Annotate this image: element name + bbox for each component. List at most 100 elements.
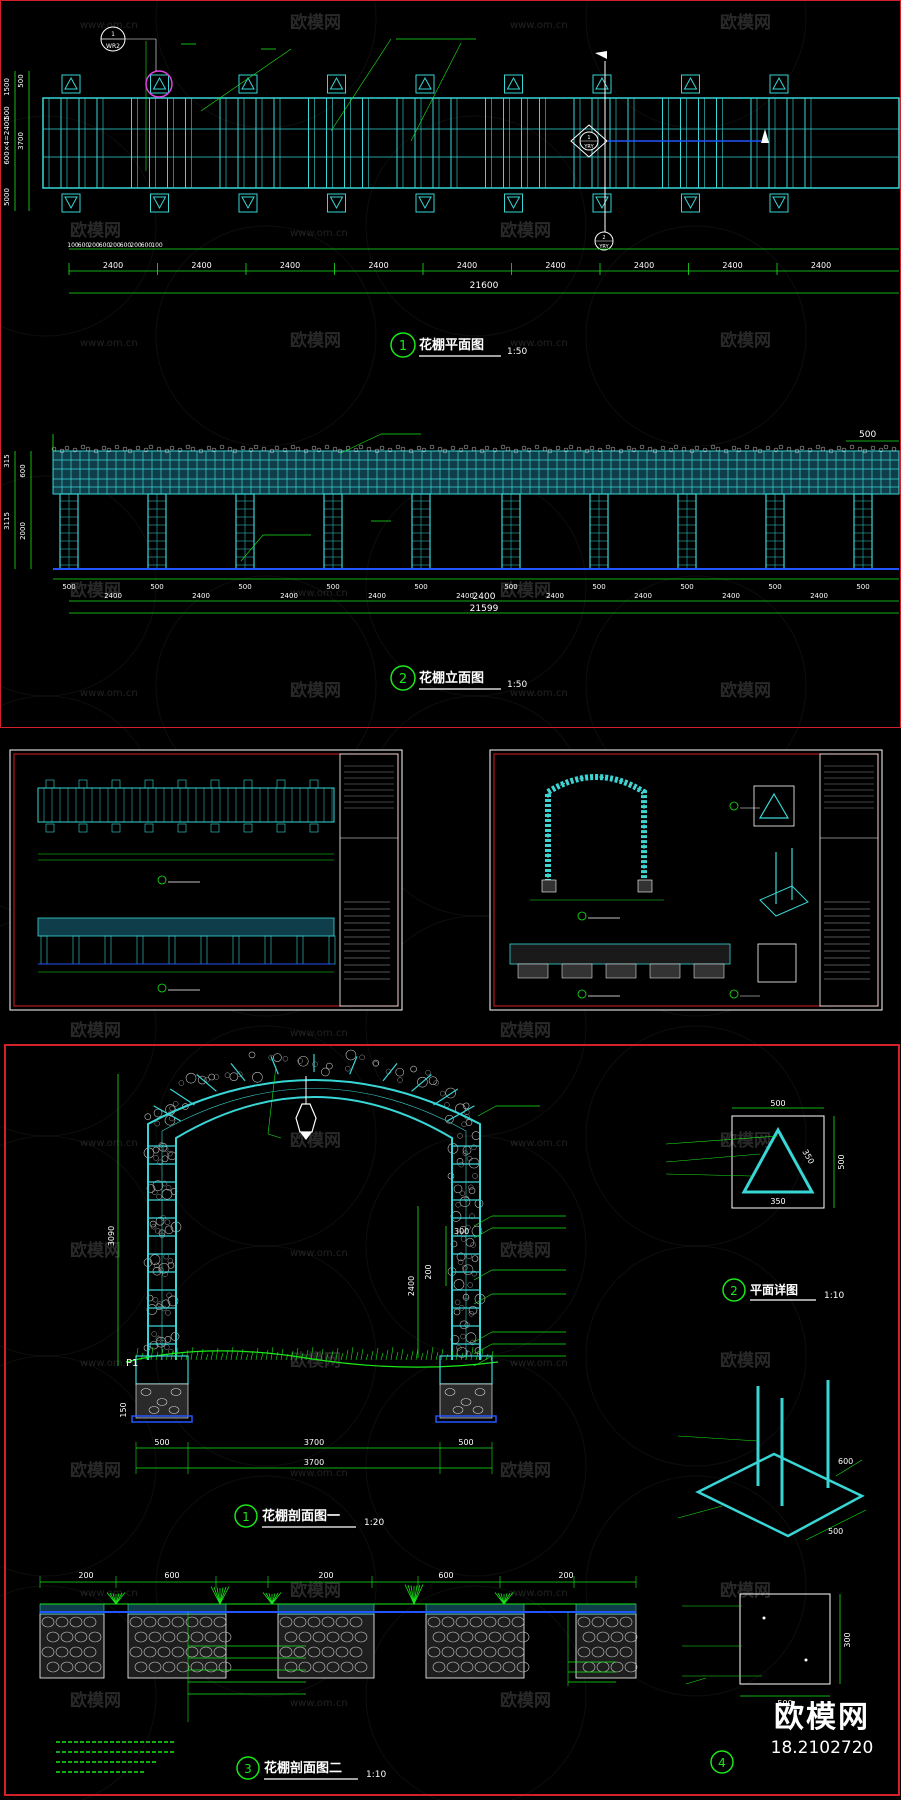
elevation-view-title: 2 花棚立面图 1:50 (390, 665, 527, 691)
plan-total-dim: 21600 (470, 281, 499, 291)
svg-text:1: 1 (399, 339, 407, 354)
elev-col-dim: 500 (414, 583, 427, 591)
plan-detail: 500 500 350 350 2 平面详图 1:10 (665, 1099, 846, 1302)
elev-bay-dim: 2400 (104, 592, 122, 600)
svg-text:2: 2 (399, 672, 407, 687)
elev-bay-dim: 2400 (280, 592, 298, 600)
drawing-sheet-details: P1 3090 2400 300 200 150 500 3700 500 3700… (4, 1044, 900, 1796)
elev-left-dim: 3115 (3, 512, 11, 530)
section-one-title-text: 花棚剖面图一 (262, 1508, 340, 1524)
plan-detail-title-text: 平面详图 (750, 1282, 798, 1297)
sec1-span-dim: 500 (458, 1438, 473, 1447)
elev-bay-dim: 2400 (634, 592, 652, 600)
panel-dim-a: 300 (454, 1227, 469, 1236)
iso-detail-number: 4 (718, 1756, 726, 1770)
base-dim: 150 (119, 1402, 128, 1417)
svg-text:3: 3 (244, 1762, 252, 1776)
iso-dim-a: 600 (838, 1457, 853, 1466)
elev-bay-dim: 2400 (456, 592, 474, 600)
height-dim: 3090 (107, 1226, 116, 1246)
plan-bay-dim: 2400 (545, 261, 565, 270)
plan-left-dim: 500 (17, 74, 25, 87)
plan-view-title-text: 花棚平面图 (419, 337, 484, 353)
plan-tag-top: WR2 (106, 43, 120, 50)
svg-text:1:20: 1:20 (364, 1518, 384, 1528)
svg-text:YRY: YRY (598, 244, 609, 250)
plan-bay-dim: 2400 (103, 261, 123, 270)
elev-col-dim: 500 (856, 583, 869, 591)
elev-top-right-dim: 500 (859, 430, 876, 440)
elev-left-dim: 2000 (19, 522, 27, 540)
svg-text:YRY: YRY (583, 144, 594, 150)
drawing-sheet-plan-elevation: 1 WR2 1 YRY 2 (0, 0, 901, 728)
iso-detail: 600 500 300 500 4 (677, 1380, 867, 1774)
svg-text:1:50: 1:50 (507, 347, 527, 357)
plan-elevation-svg: 1 WR2 1 YRY 2 (3, 26, 900, 691)
plan-small-dim: 600 (99, 242, 111, 249)
sec2-dim: 200 (318, 1571, 333, 1580)
brand-logo-text: 欧模网 (774, 1700, 870, 1735)
plan-detail-title: 2 平面详图 1:10 (722, 1278, 844, 1302)
thumbnail-sheet-right (489, 749, 883, 1011)
elev-col-dim: 500 (62, 583, 75, 591)
iso-base-dim-side: 300 (843, 1632, 852, 1647)
plan-bay-dim: 2400 (722, 261, 742, 270)
elev-bay-dim: 2400 (368, 592, 386, 600)
plan-small-dim: 200 (88, 242, 100, 249)
plan-tag-number: 1 (111, 31, 115, 38)
label-p1: P1 (126, 1358, 138, 1369)
plan-view-title: 1 花棚平面图 1:50 (390, 332, 527, 358)
elev-col-dim: 500 (326, 583, 339, 591)
svg-text:2: 2 (602, 235, 605, 241)
plan-small-dim: 100 (151, 242, 163, 249)
corner-brand-logo: 欧模网 18.2102720 (752, 1700, 892, 1782)
panel-dim-b: 200 (424, 1264, 433, 1279)
plan-bay-dim: 2400 (811, 261, 831, 270)
thumbnails-svg (9, 749, 883, 1011)
plan-left-dim: 1500 (3, 78, 11, 96)
inner-height-dim: 2400 (407, 1276, 416, 1296)
elev-left-dim: 315 (3, 454, 11, 467)
section-mark-low: 2 YRY (594, 231, 614, 251)
plan-small-dim: 600 (141, 242, 153, 249)
thumbnail-sheet-left (9, 749, 403, 1011)
sec1-span-dim: 500 (154, 1438, 169, 1447)
elevation-view: 315 600 3115 2000 500 500 500 500 500 500 500 500… (3, 430, 900, 691)
elev-bay-dim: 2400 (546, 592, 564, 600)
brand-logo-id: 18.2102720 (770, 1738, 874, 1758)
section-two-title-text: 花棚剖面图二 (264, 1760, 342, 1776)
section-one-arch: P1 3090 2400 300 200 150 500 3700 500 3700… (107, 1049, 566, 1528)
plan-small-dim: 200 (130, 242, 142, 249)
elevation-view-title-text: 花棚立面图 (419, 670, 484, 686)
plan-bay-dim: 2400 (191, 261, 211, 270)
plan-bay-dim: 2400 (280, 261, 300, 270)
plan-bay-dim: 2400 (368, 261, 388, 270)
plan-left-dim: 600×4=2400 (3, 117, 11, 164)
plan-detail-dim-side: 350 (800, 1148, 815, 1166)
plan-bay-dim: 2400 (457, 261, 477, 270)
section-mark-mid: 1 YRY (570, 124, 608, 158)
thumbnail-sheets (0, 732, 901, 1032)
plan-left-dim: 3700 (17, 132, 25, 150)
sec2-dim: 600 (438, 1571, 453, 1580)
elev-bay-dim: 2400 (810, 592, 828, 600)
sec2-dim: 200 (558, 1571, 573, 1580)
svg-text:2: 2 (730, 1284, 738, 1298)
svg-text:1: 1 (242, 1510, 250, 1524)
sec2-dim: 200 (78, 1571, 93, 1580)
plan-detail-dim-right: 500 (837, 1154, 846, 1169)
elev-col-dim: 500 (238, 583, 251, 591)
elev-left-dim: 600 (19, 464, 27, 477)
plan-bay-dim: 2400 (634, 261, 654, 270)
svg-text:1:50: 1:50 (507, 680, 527, 690)
iso-dim-b: 500 (828, 1527, 843, 1536)
section-two-title: 3 花棚剖面图二 1:10 (236, 1756, 386, 1780)
elev-top-dim: 2400 (473, 592, 496, 602)
sec1-span-dim: 3700 (304, 1438, 324, 1447)
elev-col-dim: 500 (768, 583, 781, 591)
elev-col-dim: 500 (680, 583, 693, 591)
sec1-total-dim: 3700 (304, 1458, 324, 1467)
plan-left-dim: 5000 (3, 188, 11, 206)
svg-text:1:10: 1:10 (824, 1291, 844, 1301)
